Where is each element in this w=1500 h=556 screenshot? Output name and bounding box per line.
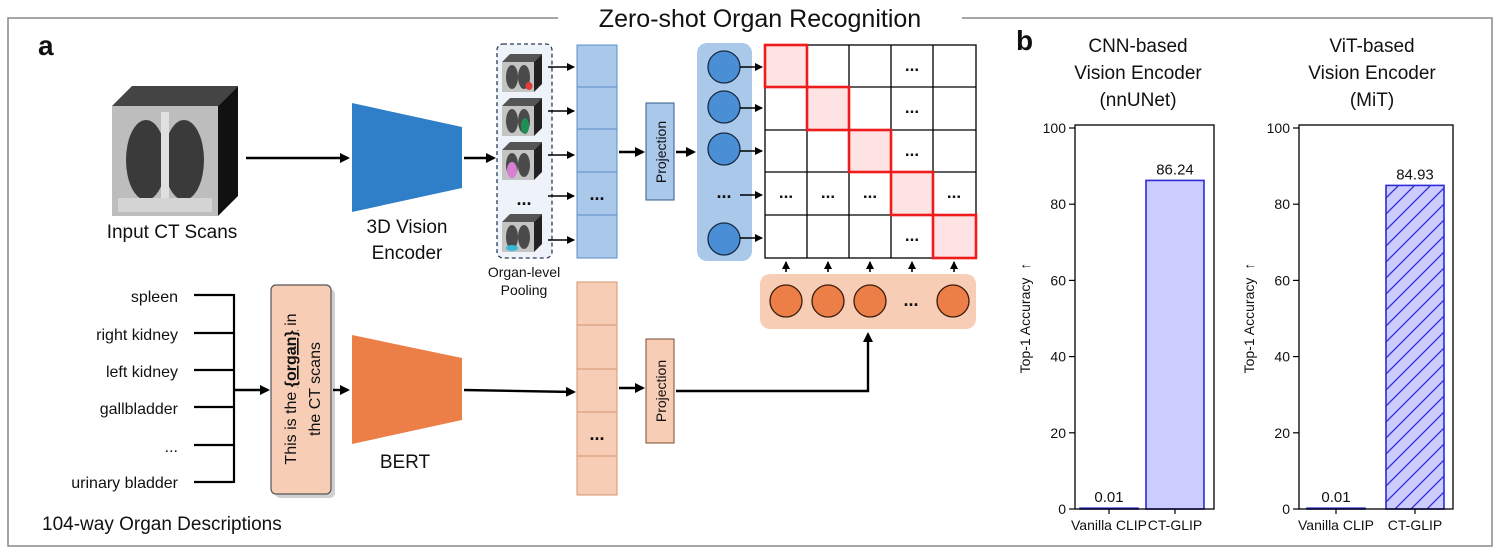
vision-projection-box bbox=[645, 102, 675, 201]
organ-item: left kidney bbox=[106, 364, 178, 381]
similarity-matrix: ... ... ... ... ... ... ... ... bbox=[763, 43, 978, 260]
prompt-line-1: This is the {organ} in bbox=[283, 313, 300, 464]
x-tick-label: Vanilla CLIP bbox=[1071, 517, 1147, 533]
pooling-ellipsis: ... bbox=[516, 189, 531, 209]
y-tick-label: 100 bbox=[1267, 120, 1291, 136]
node-to-matrix-arrows bbox=[740, 63, 763, 242]
chart-vit: ViT-based Vision Encoder (MiT) Top-1 Acc… bbox=[1241, 36, 1454, 533]
text-feature-column: ... bbox=[576, 281, 618, 496]
vision-feature-ellipsis: ... bbox=[589, 184, 604, 204]
y-tick-label: 20 bbox=[1050, 425, 1066, 441]
figure-title: Zero-shot Organ Recognition bbox=[599, 5, 921, 33]
svg-text:...: ... bbox=[905, 98, 919, 117]
vision-encoder-label-2: Encoder bbox=[372, 243, 443, 264]
arrow-bert-to-text-feat bbox=[463, 386, 576, 397]
y-tick-label: 80 bbox=[1274, 196, 1290, 212]
vision-feature-column: ... bbox=[576, 44, 618, 259]
prompt-line-2: the CT scans bbox=[307, 342, 324, 436]
organ-mini-scans: ... bbox=[502, 54, 542, 252]
panel-a-label: a bbox=[38, 30, 54, 61]
text-node-ellipsis: ... bbox=[903, 290, 918, 310]
chart-cnn-title-3: (nnUNet) bbox=[1099, 90, 1176, 111]
x-tick-label: Vanilla CLIP bbox=[1298, 517, 1374, 533]
panel-b: b CNN-based Vision Encoder (nnUNet) Top-… bbox=[1016, 25, 1454, 533]
bar-value-label: 0.01 bbox=[1094, 489, 1123, 506]
panel-b-label: b bbox=[1016, 25, 1033, 56]
svg-text:...: ... bbox=[905, 226, 919, 245]
organ-item: gallbladder bbox=[100, 401, 179, 418]
bar bbox=[1385, 184, 1445, 510]
organ-item: spleen bbox=[131, 289, 178, 306]
organ-list: spleen right kidney left kidney gallblad… bbox=[71, 289, 178, 492]
arrow-text-proj-to-nodes bbox=[676, 332, 873, 393]
svg-text:...: ... bbox=[779, 183, 793, 202]
mini-scan-1 bbox=[502, 54, 542, 92]
text-feature-ellipsis: ... bbox=[589, 424, 604, 444]
y-tick-label: 0 bbox=[1282, 501, 1290, 517]
text-projection-box bbox=[645, 338, 675, 444]
y-tick-label: 20 bbox=[1274, 425, 1290, 441]
vision-encoder-shape bbox=[352, 103, 462, 212]
y-tick-label: 100 bbox=[1043, 120, 1067, 136]
organ-item: right kidney bbox=[96, 327, 178, 344]
text-node-to-matrix-arrows bbox=[782, 261, 958, 272]
bar-value-label: 0.01 bbox=[1321, 489, 1350, 506]
chart-cnn: CNN-based Vision Encoder (nnUNet) Top-1 … bbox=[1017, 36, 1215, 533]
organ-item: ... bbox=[165, 439, 178, 456]
chart-cnn-title-2: Vision Encoder bbox=[1074, 63, 1202, 84]
text-embedding-nodes: ... bbox=[769, 284, 970, 318]
chart-cnn-title-1: CNN-based bbox=[1088, 36, 1187, 57]
input-ct-label: Input CT Scans bbox=[107, 222, 238, 243]
svg-text:...: ... bbox=[947, 183, 961, 202]
bar bbox=[1145, 179, 1205, 510]
pooling-label-2: Pooling bbox=[501, 282, 548, 298]
svg-text:...: ... bbox=[905, 141, 919, 160]
y-tick-label: 80 bbox=[1050, 196, 1066, 212]
chart-cnn-ylabel: Top-1 Accuracy↑ bbox=[1017, 263, 1033, 374]
bar-value-label: 86.24 bbox=[1156, 161, 1194, 178]
panel-a: a Input CT Scans 3D Vision Encoder bbox=[38, 30, 978, 535]
chart-vit-ylabel: Top-1 Accuracy↑ bbox=[1241, 263, 1257, 374]
matrix-ellipses: ... ... ... ... ... ... ... ... bbox=[779, 56, 961, 245]
pooling-arrows bbox=[548, 63, 575, 244]
y-tick-label: 40 bbox=[1050, 349, 1066, 365]
y-tick-label: 60 bbox=[1050, 272, 1066, 288]
vision-embedding-nodes: ... bbox=[707, 50, 741, 256]
ct-scan-cube bbox=[112, 86, 238, 216]
text-projection-label: Projection bbox=[653, 360, 669, 422]
svg-text:...: ... bbox=[905, 56, 919, 75]
bar-value-label: 84.93 bbox=[1396, 166, 1434, 183]
chart-vit-frame bbox=[1298, 124, 1454, 510]
organ-item: urinary bladder bbox=[71, 475, 178, 492]
descriptions-label: 104-way Organ Descriptions bbox=[42, 514, 282, 535]
mini-scan-4 bbox=[502, 214, 542, 252]
x-tick-label: CT-GLIP bbox=[1388, 517, 1442, 533]
bert-shape bbox=[352, 335, 462, 444]
y-tick-label: 40 bbox=[1274, 349, 1290, 365]
vision-projection-label: Projection bbox=[653, 121, 669, 183]
outer-frame bbox=[7, 17, 1493, 547]
chart-vit-title-1: ViT-based bbox=[1329, 36, 1414, 57]
pooling-label-1: Organ-level bbox=[488, 264, 560, 280]
y-tick-label: 60 bbox=[1274, 272, 1290, 288]
chart-vit-title-2: Vision Encoder bbox=[1308, 63, 1436, 84]
x-tick-label: CT-GLIP bbox=[1148, 517, 1202, 533]
bert-label: BERT bbox=[380, 452, 431, 473]
chart-cnn-frame bbox=[1074, 124, 1215, 510]
prompt-box bbox=[270, 284, 332, 495]
y-tick-label: 0 bbox=[1058, 501, 1066, 517]
svg-text:...: ... bbox=[863, 183, 877, 202]
mini-scan-3 bbox=[502, 142, 542, 180]
svg-text:...: ... bbox=[821, 183, 835, 202]
mini-scan-2 bbox=[502, 98, 542, 136]
matched-diagonal-cells bbox=[763, 43, 978, 260]
chart-vit-title-3: (MiT) bbox=[1350, 90, 1394, 111]
vision-node-ellipsis: ... bbox=[716, 182, 731, 202]
organ-bracket bbox=[194, 293, 236, 484]
vision-encoder-label-1: 3D Vision bbox=[367, 217, 448, 238]
